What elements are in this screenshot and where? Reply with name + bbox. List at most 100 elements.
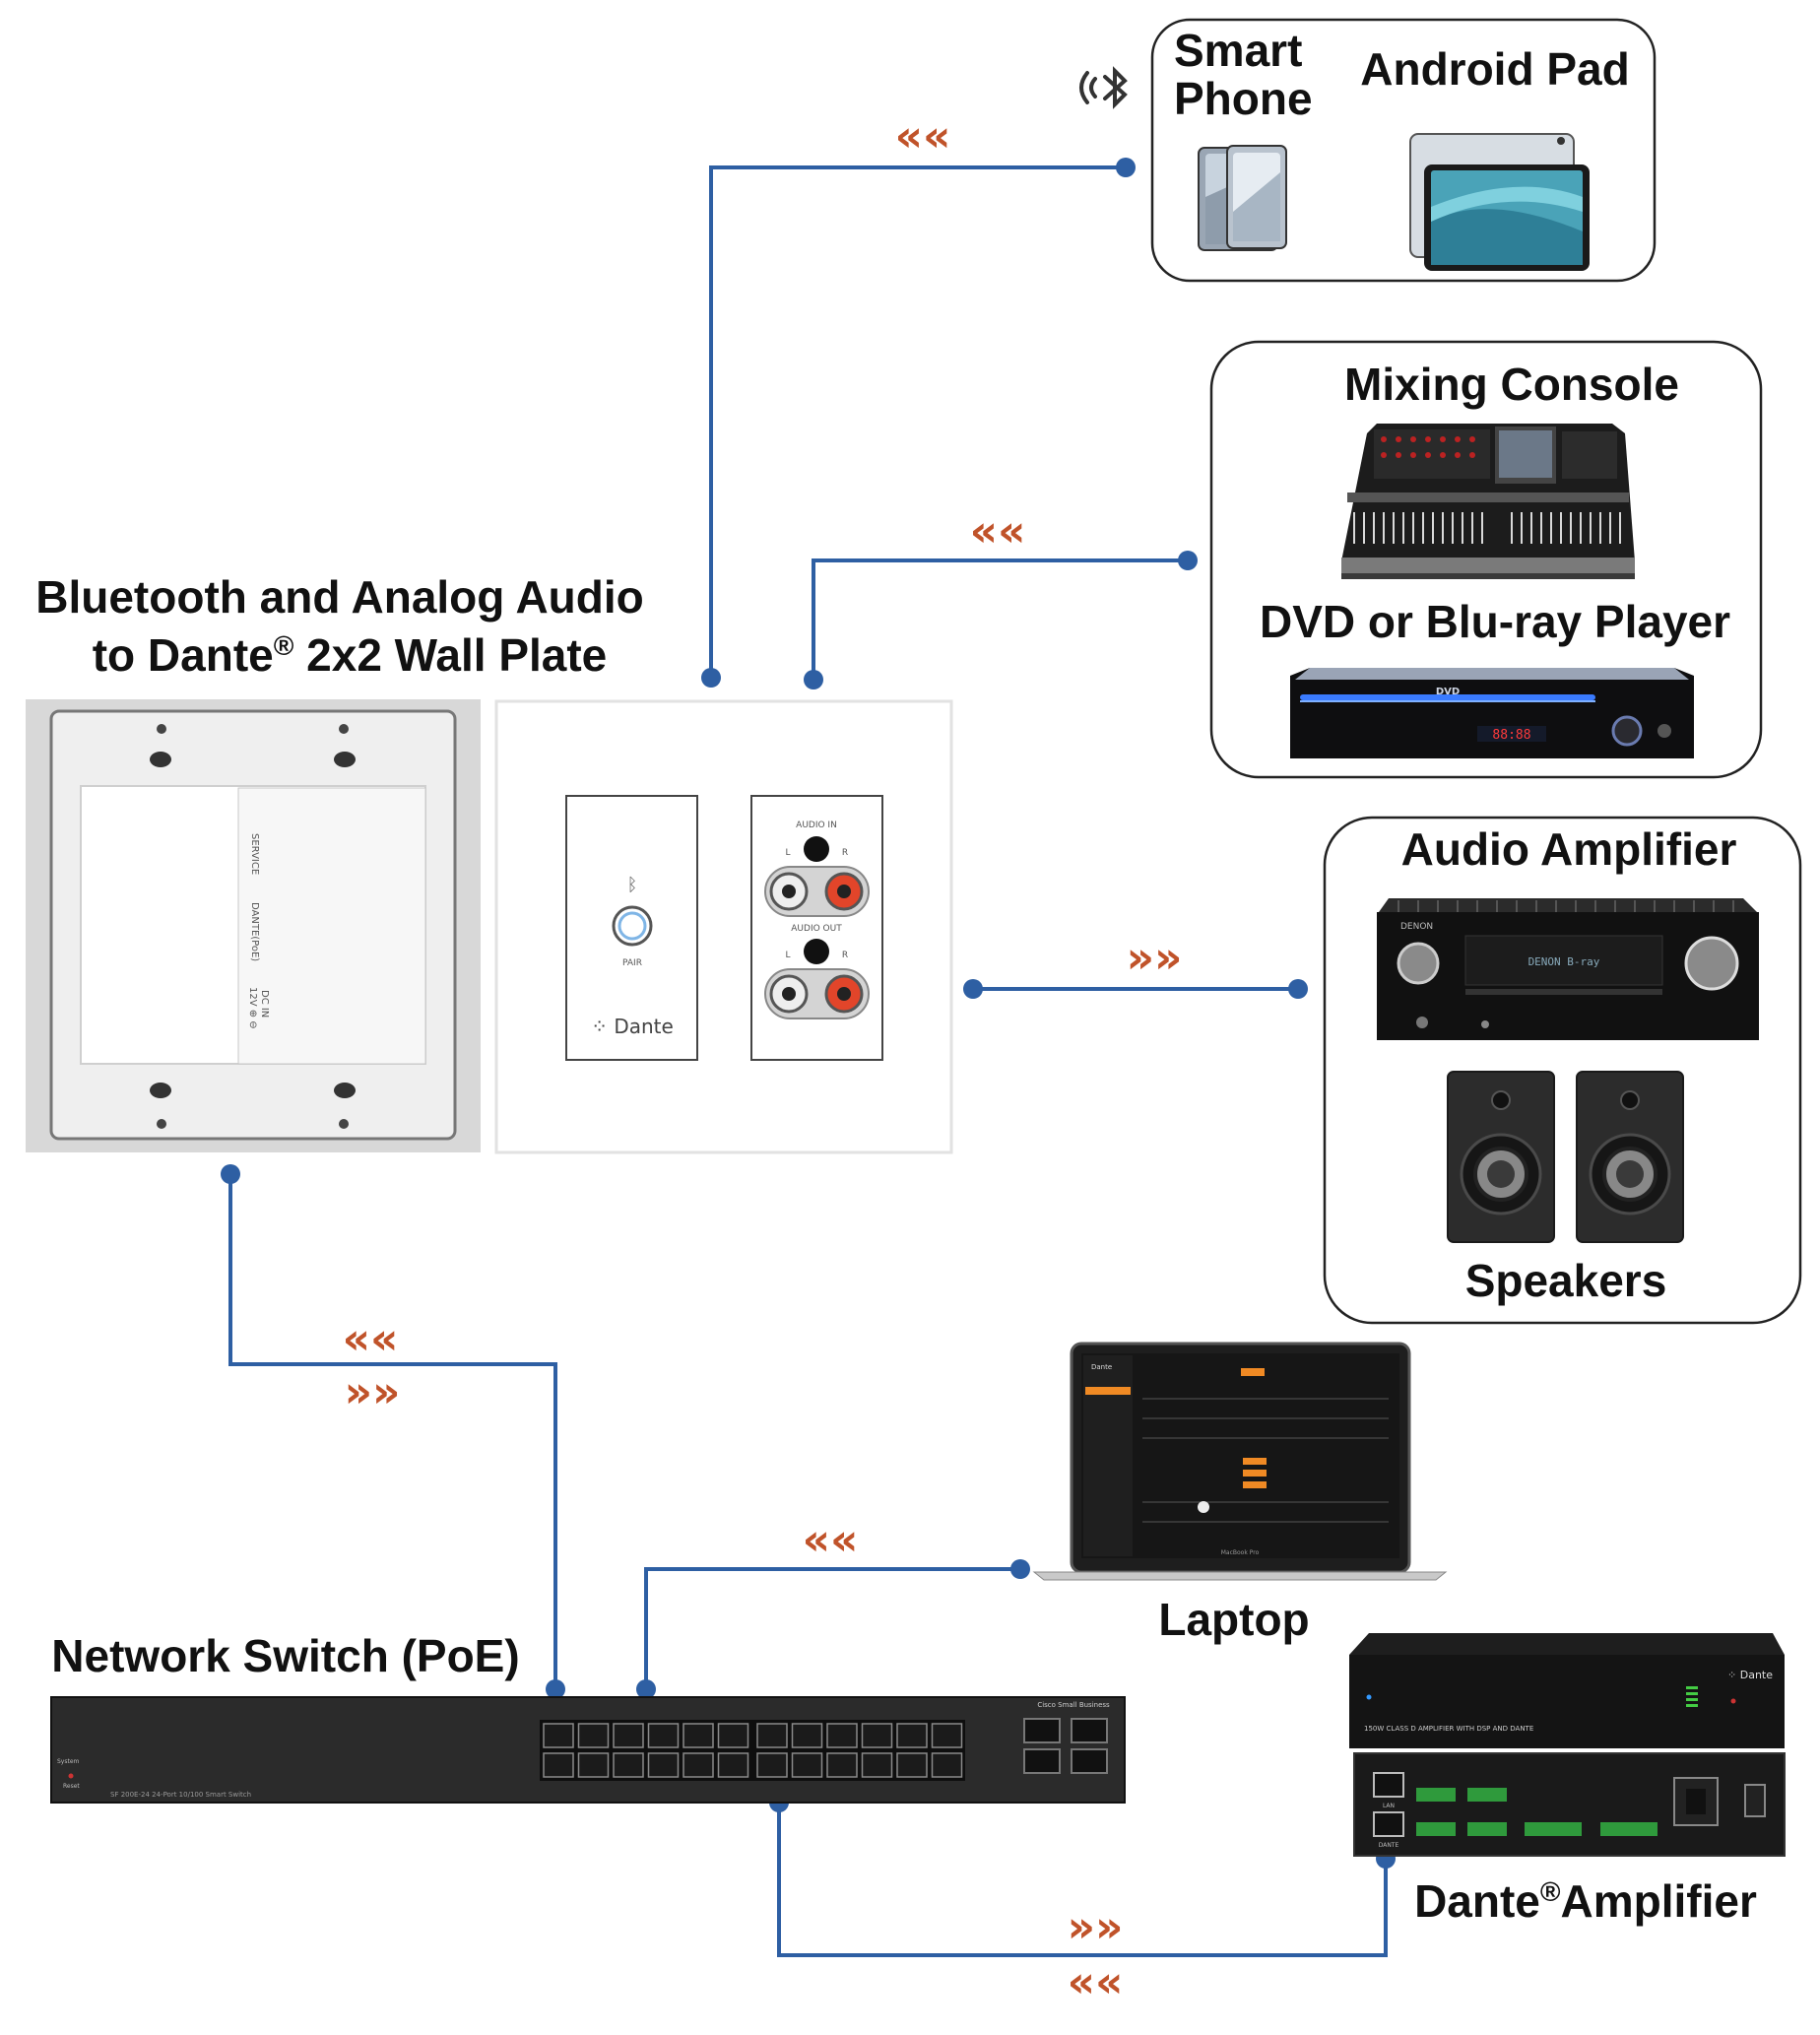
switch-port[interactable] [791,1752,823,1778]
speaker-left-image [1447,1071,1555,1243]
audio-out-right-label: R [842,951,848,960]
switch-model-label: SF 200E-24 24-Port 10/100 Smart Switch [110,1791,251,1799]
switch-port[interactable] [826,1752,858,1778]
rear-dc-in-label: DC IN [259,990,270,1018]
switch-port[interactable] [647,1752,680,1778]
switch-port[interactable] [613,1723,644,1748]
dvd-player-label: DVD or Blu-ray Player [1260,596,1730,647]
arrow-aout: »» [1127,933,1183,983]
smart-phone-label-line2: Phone [1174,73,1313,124]
link-bluetooth [709,165,1126,678]
switch-port[interactable] [717,1752,749,1778]
bluetooth-speaker-icon [1079,66,1128,109]
rear-dante-poe-label: DANTE(PoE) [249,902,260,961]
switch-port[interactable] [577,1723,610,1748]
arrow-bt: «« [895,111,951,162]
audio-out-left-label: L [785,951,790,960]
switch-port[interactable] [682,1752,714,1778]
dot-ain-plate [804,670,823,689]
aux-in-jack[interactable] [804,836,829,862]
arrow-switch-up: «« [343,1314,399,1364]
mixing-console-image [1341,424,1635,579]
switch-port[interactable] [756,1723,788,1748]
dot-plate-bottom [221,1164,240,1184]
switch-port[interactable] [931,1723,963,1748]
smart-phone-label-line1: Smart [1174,25,1302,76]
arrow-amp-right: »» [1068,1902,1124,1952]
switch-port[interactable] [861,1752,893,1778]
switch-port[interactable] [756,1752,788,1778]
rear-service-label: SERVICE [249,833,260,875]
link-audio-in [812,558,1188,680]
dvd-clock: 88:88 [1492,728,1530,743]
dot-aout-plate [963,979,983,999]
dante-amplifier-image: ⁘ Dante 150W CLASS D AMPLIFIER WITH DSP … [1349,1633,1786,1857]
switch-port[interactable] [543,1723,574,1748]
dante-amp-model: 150W CLASS D AMPLIFIER WITH DSP AND DANT… [1364,1725,1533,1733]
switch-port[interactable] [717,1723,749,1748]
dante-amp-lan-port[interactable] [1373,1772,1404,1798]
dot-bt-end [1116,158,1136,177]
dot-ain-end [1178,551,1198,570]
link-switch-amp [777,1803,1388,1957]
laptop-app-logo: Dante [1091,1363,1112,1371]
switch-port[interactable] [613,1752,644,1778]
switch-port[interactable] [577,1752,610,1778]
amplifier-speakers-box [1323,816,1802,1325]
dante-amp-logo: ⁘ Dante [1727,1669,1773,1681]
switch-port[interactable] [682,1723,714,1748]
dot-aout-end [1288,979,1308,999]
smart-phone-image [1198,145,1287,251]
audio-in-label: AUDIO IN [796,821,837,830]
switch-port[interactable] [543,1752,574,1778]
dot-switch-port1 [546,1679,565,1699]
network-switch-label: Network Switch (PoE) [51,1630,519,1681]
speaker-right-image [1576,1071,1684,1243]
pair-label: PAIR [622,958,642,968]
arrow-amp-left: «« [1068,1957,1124,2007]
switch-port[interactable] [896,1752,928,1778]
tablet-camera-icon [1557,137,1565,145]
dvd-player-image: DVD 88:88 [1290,668,1694,758]
arrow-switch-down: »» [345,1367,401,1417]
arrow-laptop: «« [803,1515,859,1565]
audio-out-label: AUDIO OUT [791,924,842,934]
amp-brand: DENON [1400,922,1433,932]
mixing-console-label: Mixing Console [1344,359,1679,410]
link-laptop-switch [644,1567,1020,1689]
dot-switch-port2 [636,1679,656,1699]
dvd-dial-icon [1611,715,1643,747]
amp-display: DENON B-ray [1528,955,1600,968]
laptop-brand: MacBook Pro [1221,1549,1260,1556]
aux-out-jack[interactable] [804,939,829,964]
dante-amplifier-label: Dante®Amplifier [1414,1875,1757,1927]
wall-plate-title-line1: Bluetooth and Analog Audio [35,571,644,623]
amp-volume-knob-icon [1684,936,1739,991]
bluetooth-symbol-icon: ᛒ [627,875,638,895]
switch-port[interactable] [896,1723,928,1748]
audio-in-left-label: L [785,848,790,858]
audio-in-right-label: R [842,848,848,858]
speakers-label: Speakers [1465,1255,1667,1306]
dante-amp-dante-port[interactable] [1373,1811,1404,1837]
switch-port[interactable] [791,1723,823,1748]
switch-port[interactable] [861,1723,893,1748]
network-switch-image: System Reset SF 200E-24 24-Port 10/100 S… [50,1696,1126,1804]
wall-plate-rear-image: SERVICE DANTE(PoE) DC IN 12V ⊕ ⊖ [26,699,481,1152]
audio-amplifier-label: Audio Amplifier [1401,823,1737,875]
switch-brand-label: Cisco Small Business [1037,1701,1110,1709]
switch-port[interactable] [647,1723,680,1748]
switch-reset-label: Reset [63,1783,80,1790]
laptop-label: Laptop [1158,1594,1309,1645]
laptop-image: Dante MacBook Pro [1032,1342,1448,1581]
dvd-logo: DVD [1436,687,1460,697]
link-wallplate-switch [228,1174,557,1689]
android-pad-image [1409,133,1590,271]
amp-input-knob-icon [1397,942,1440,985]
android-pad-label: Android Pad [1360,43,1629,95]
switch-port[interactable] [931,1752,963,1778]
dot-bt-plate [701,668,721,688]
switch-port[interactable] [826,1723,858,1748]
